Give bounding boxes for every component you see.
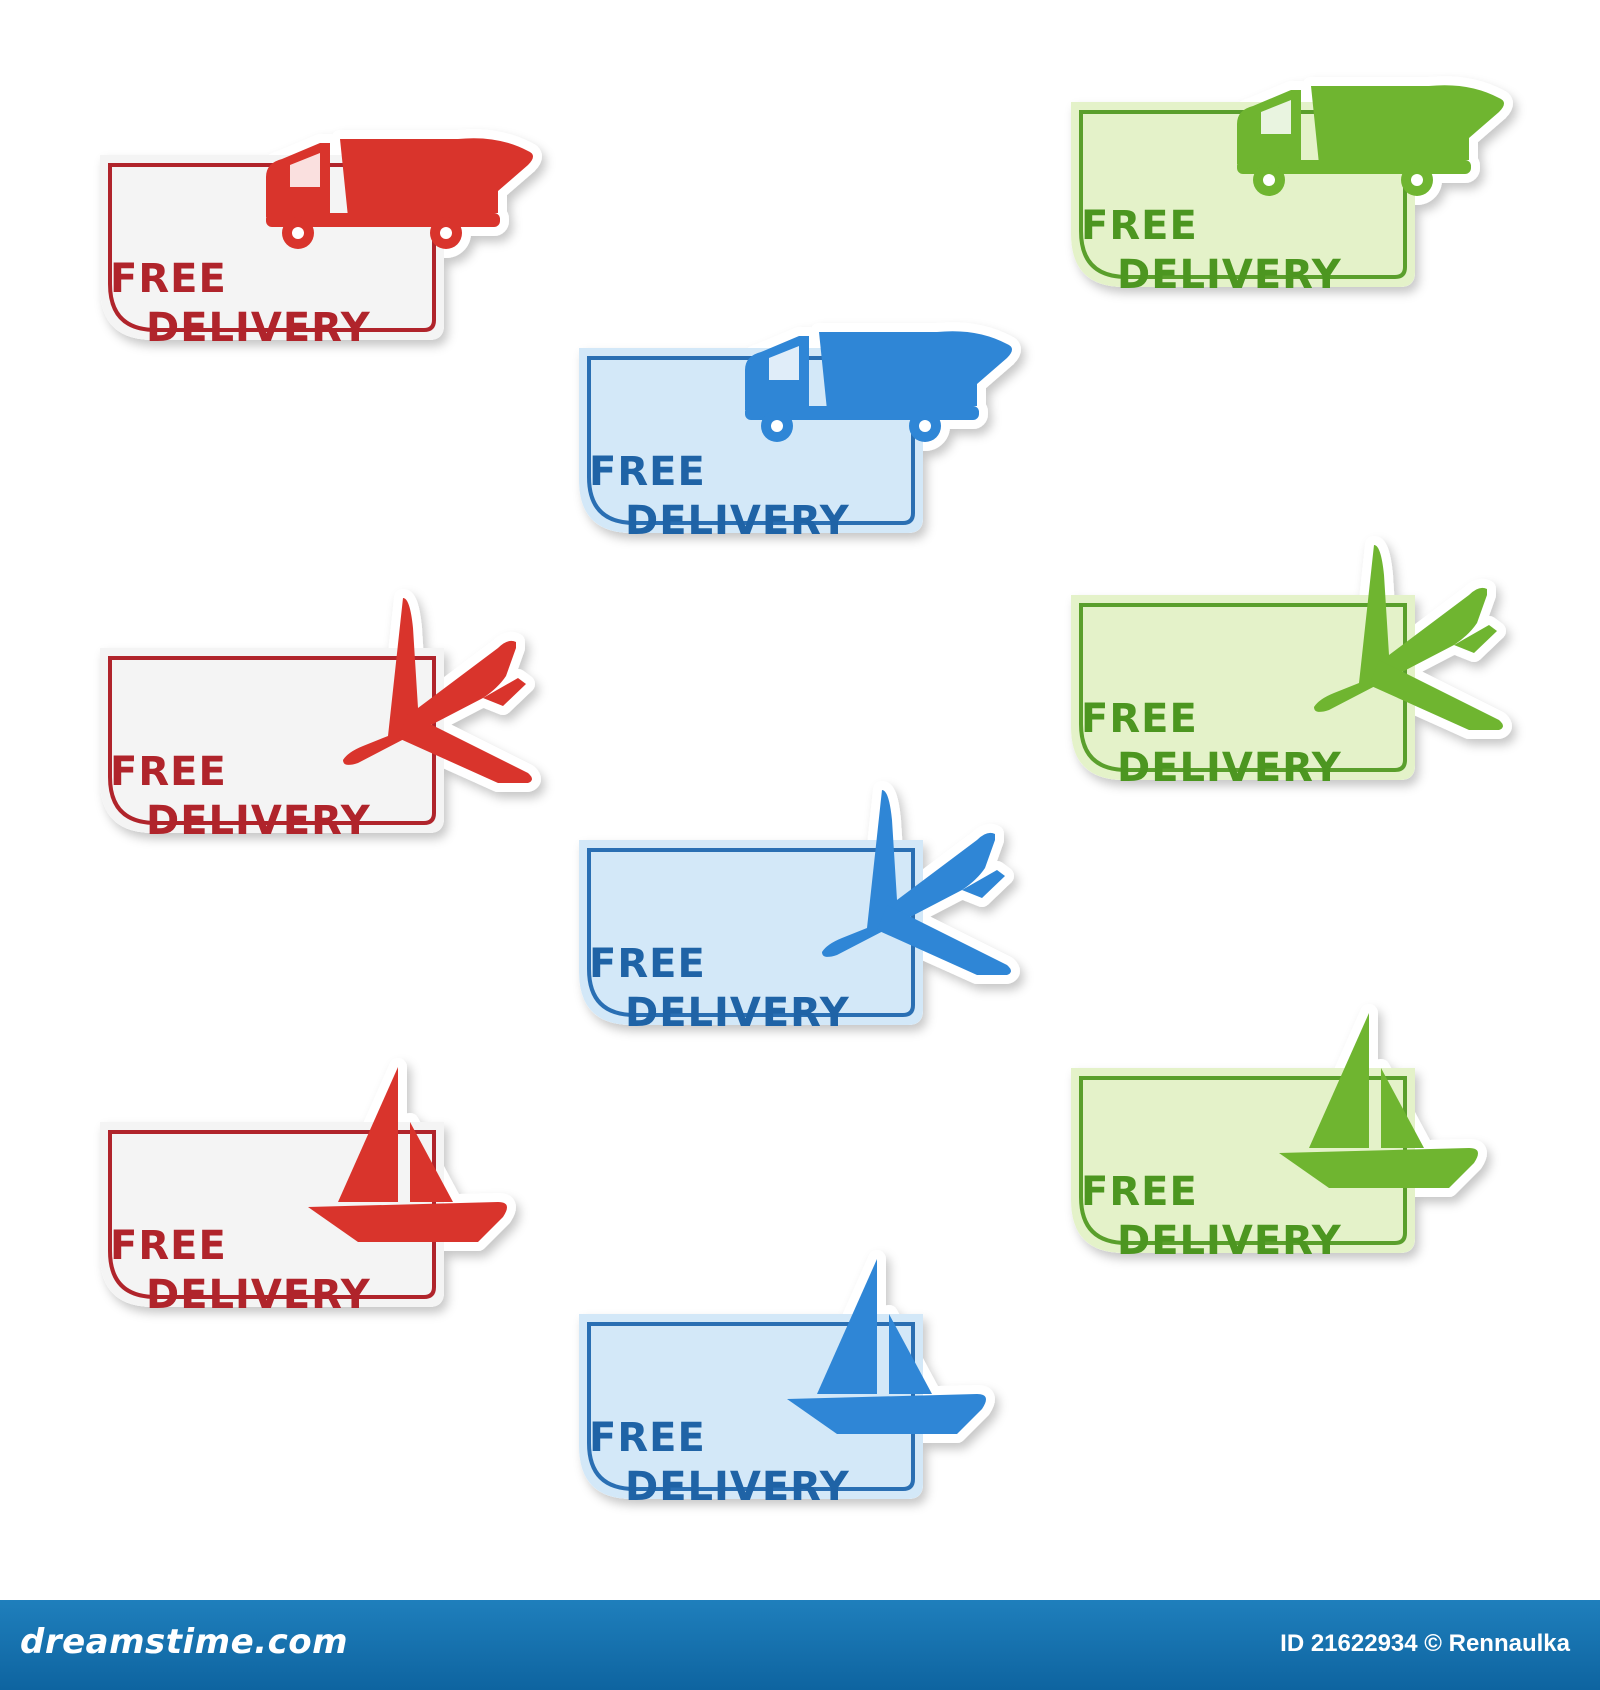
label-free: FREE	[1081, 203, 1198, 249]
label-delivery: DELIVERY	[146, 798, 371, 844]
label-delivery: DELIVERY	[1117, 252, 1342, 298]
sticker-red-boat: FREE DELIVERY	[58, 1058, 578, 1342]
truck-icon	[1071, 76, 1513, 287]
image-id-credit: ID 21622934 © Rennaulka	[1280, 1630, 1570, 1657]
label-delivery: DELIVERY	[625, 498, 850, 544]
sailboat-icon	[100, 1058, 516, 1307]
label-delivery: DELIVERY	[146, 1272, 371, 1318]
sticker-green-boat: FREE DELIVERY	[1029, 1004, 1549, 1288]
airplane-icon	[579, 781, 1020, 1025]
sticker-green-truck: FREE DELIVERY	[1029, 42, 1549, 322]
label-delivery: DELIVERY	[146, 305, 371, 351]
label-delivery: DELIVERY	[625, 1464, 850, 1510]
footer-bar: dreamstime.com ID 21622934 © Rennaulka	[0, 1600, 1600, 1690]
airplane-icon	[100, 589, 541, 833]
sticker-red-truck: FREE DELIVERY	[58, 95, 578, 375]
sticker-blue-truck: FREE DELIVERY	[537, 288, 1057, 568]
airplane-icon	[1071, 536, 1512, 780]
sailboat-icon	[1071, 1004, 1487, 1253]
label-delivery: DELIVERY	[1117, 1218, 1342, 1264]
label-delivery: DELIVERY	[1117, 745, 1342, 791]
label-free: FREE	[589, 449, 706, 495]
label-delivery: DELIVERY	[625, 990, 850, 1036]
sticker-red-plane: FREE DELIVERY	[58, 588, 578, 868]
label-free: FREE	[1081, 1169, 1198, 1215]
label-free: FREE	[589, 941, 706, 987]
truck-icon	[579, 322, 1021, 533]
label-free: FREE	[110, 749, 227, 795]
label-free: FREE	[589, 1415, 706, 1461]
label-free: FREE	[110, 1223, 227, 1269]
label-free: FREE	[110, 256, 227, 302]
sticker-blue-plane: FREE DELIVERY	[537, 780, 1057, 1060]
brand-logo: dreamstime.com	[20, 1622, 349, 1662]
label-free: FREE	[1081, 696, 1198, 742]
sailboat-icon	[579, 1250, 995, 1499]
truck-icon	[100, 129, 542, 340]
sticker-blue-boat: FREE DELIVERY	[537, 1250, 1057, 1534]
sticker-green-plane: FREE DELIVERY	[1029, 535, 1549, 815]
